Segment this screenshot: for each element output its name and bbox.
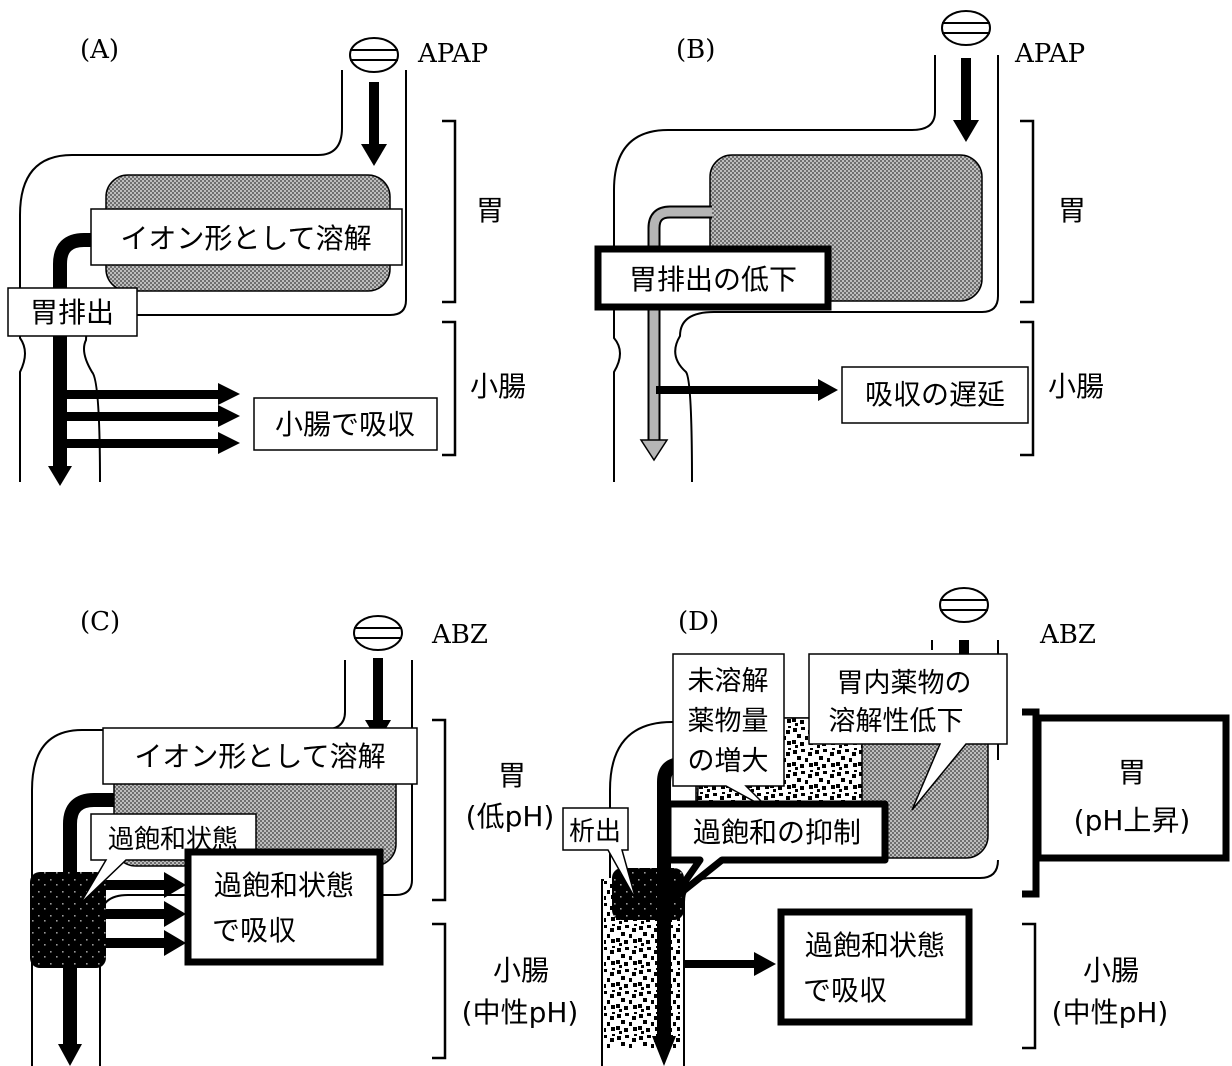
svg-text:イオン形として溶解: イオン形として溶解: [120, 222, 371, 255]
undissolved-callout: 未溶解 薬物量 の増大: [673, 654, 784, 810]
absorption-label-box: 小腸で吸収: [254, 398, 437, 450]
absorption-arrows: [106, 872, 186, 956]
intestine-ph-label: (中性pH): [462, 996, 579, 1029]
svg-text:胃: 胃: [1118, 756, 1146, 789]
intestine-label: 小腸: [1048, 370, 1104, 403]
panel-d: (D) ABZ 未溶解 薬物量 の増大: [563, 588, 1226, 1066]
svg-text:過飽和状態: 過飽和状態: [214, 869, 354, 902]
down-arrow-icon: [641, 440, 667, 460]
stomach-bracket: [432, 720, 445, 900]
dissolve-label-box: イオン形として溶解: [103, 728, 417, 784]
stomach-label: 胃: [476, 194, 504, 227]
stomach-bracket: [1022, 712, 1036, 894]
stomach-bracket: [1020, 121, 1033, 302]
svg-text:胃排出の低下: 胃排出の低下: [629, 263, 797, 296]
panel-c: (C) ABZ イオン形として溶解 過飽和状態: [30, 607, 578, 1066]
reduced-emptying-box: 胃排出の低下: [598, 249, 828, 307]
intestine-bracket: [432, 924, 445, 1058]
panel-a-drug-name: APAP: [417, 39, 488, 69]
svg-text:(pH上昇): (pH上昇): [1074, 804, 1191, 837]
intestine-label: 小腸: [470, 370, 526, 403]
intestine-bracket: [1022, 924, 1035, 1048]
panel-d-drug-name: ABZ: [1039, 620, 1096, 650]
panel-c-label: (C): [80, 607, 120, 637]
svg-text:吸収の遅延: 吸収の遅延: [865, 378, 1005, 411]
svg-text:析出: 析出: [569, 817, 621, 847]
down-arrow-icon: [58, 1044, 82, 1066]
stomach-ph-rise-box: 胃 (pH上昇): [1038, 718, 1226, 858]
stomach-label: 胃: [498, 759, 526, 792]
intake-arrow-icon: [361, 82, 387, 166]
intestine-bracket: [442, 322, 455, 455]
emptying-path: [60, 240, 104, 470]
svg-text:薬物量: 薬物量: [688, 706, 769, 737]
tablet-icon: [350, 38, 398, 72]
svg-text:過飽和状態: 過飽和状態: [805, 929, 945, 962]
svg-text:未溶解: 未溶解: [688, 666, 769, 697]
svg-text:胃内薬物の: 胃内薬物の: [837, 668, 972, 699]
delayed-absorption-arrow: [656, 379, 838, 401]
panel-b: (B) APAP 胃排出の低下 吸収の遅延: [598, 11, 1104, 482]
tablet-icon: [354, 616, 402, 650]
panel-a: (A) APAP イオン形として溶解 胃排出: [8, 35, 526, 486]
intestine-ph-label: (中性pH): [1052, 996, 1169, 1029]
svg-text:胃排出: 胃排出: [30, 296, 114, 329]
svg-text:で吸収: で吸収: [803, 974, 887, 1007]
panel-c-drug-name: ABZ: [431, 620, 488, 650]
svg-text:イオン形として溶解: イオン形として溶解: [134, 740, 385, 773]
panel-b-label: (B): [676, 35, 715, 65]
suppression-callout: 過飽和の抑制: [668, 804, 885, 900]
down-arrow-icon: [48, 466, 72, 486]
absorption-arrow: [684, 952, 776, 976]
svg-text:小腸で吸収: 小腸で吸収: [275, 408, 415, 441]
panel-b-drug-name: APAP: [1014, 39, 1085, 69]
intake-arrow-icon: [953, 58, 979, 142]
svg-text:の増大: の増大: [688, 746, 769, 777]
supersaturated-absorption-box: 過飽和状態 で吸収: [188, 852, 380, 962]
delayed-absorption-box: 吸収の遅延: [842, 367, 1028, 423]
dissolve-label-box: イオン形として溶解: [91, 209, 402, 265]
stomach-label: 胃: [1058, 194, 1086, 227]
stomach-ph-label: (低pH): [466, 800, 555, 833]
stomach-bracket: [442, 121, 455, 302]
intestine-label: 小腸: [493, 954, 549, 987]
supersaturated-absorption-box: 過飽和状態 で吸収: [781, 912, 969, 1022]
panel-a-label: (A): [80, 35, 119, 65]
absorption-arrows: [62, 383, 240, 454]
down-arrow-icon: [652, 1036, 676, 1066]
emptying-label-box: 胃排出: [8, 288, 137, 336]
tablet-icon: [942, 11, 990, 45]
svg-text:溶解性低下: 溶解性低下: [829, 706, 964, 737]
tablet-icon: [940, 588, 988, 656]
svg-text:過飽和の抑制: 過飽和の抑制: [693, 816, 861, 849]
intestine-label: 小腸: [1083, 954, 1139, 987]
panel-d-label: (D): [678, 607, 719, 637]
svg-text:で吸収: で吸収: [212, 914, 296, 947]
